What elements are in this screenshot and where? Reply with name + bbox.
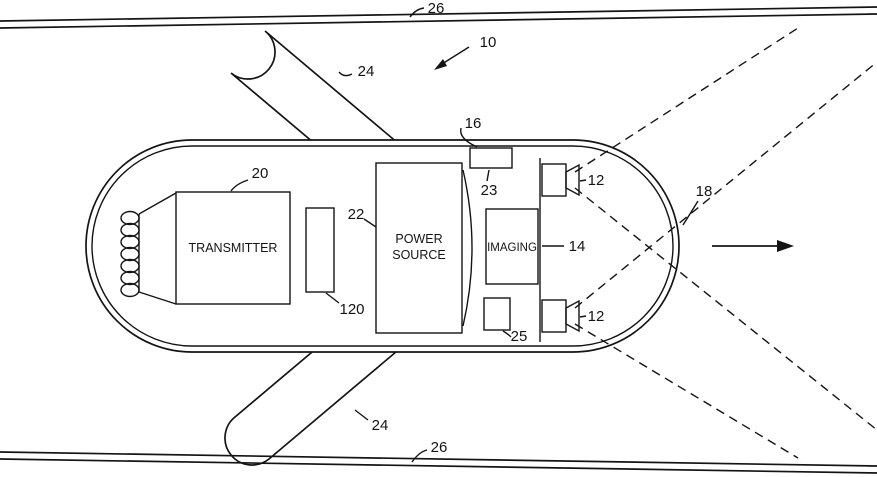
ref-12-bottom-label: 12 bbox=[588, 308, 605, 325]
ref-26-top: 26 bbox=[409, 0, 445, 18]
ref-23: 23 bbox=[481, 169, 498, 199]
imaging-box: IMAGING bbox=[485, 208, 539, 285]
ref-24-top: 24 bbox=[338, 63, 375, 80]
pipe-wall-bottom bbox=[0, 451, 877, 474]
ref-20-label: 20 bbox=[252, 165, 269, 182]
ref-12-top-label: 12 bbox=[588, 172, 605, 189]
ref-16: 16 bbox=[459, 115, 482, 148]
power-source-box: POWER SOURCE bbox=[375, 162, 473, 334]
illuminator-top bbox=[541, 163, 580, 197]
transmitter-label: TRANSMITTER bbox=[189, 241, 278, 255]
transmitter-box: TRANSMITTER bbox=[175, 191, 291, 305]
ref-26-bottom-label: 26 bbox=[431, 439, 448, 456]
ref-18: 18 bbox=[682, 183, 713, 226]
power-source-lens-curve bbox=[462, 169, 473, 327]
component-25-box bbox=[483, 297, 511, 331]
field-of-view-rays bbox=[574, 27, 877, 459]
device-reference-arrow bbox=[434, 46, 470, 70]
imaging-label: IMAGING bbox=[487, 242, 537, 254]
ref-14: 14 bbox=[542, 238, 585, 255]
capsule-inner-shell bbox=[91, 145, 674, 347]
ref-24-bottom-label: 24 bbox=[372, 417, 389, 434]
ref-12-top: 12 bbox=[579, 172, 605, 189]
ref-16-label: 16 bbox=[465, 115, 482, 132]
ref-26-bottom: 26 bbox=[411, 439, 448, 463]
illuminator-bottom bbox=[541, 299, 580, 333]
ref-25-label: 25 bbox=[511, 328, 528, 345]
ref-23-label: 23 bbox=[481, 182, 498, 199]
ref-10: 10 bbox=[480, 34, 497, 51]
antenna-horn bbox=[138, 192, 177, 305]
component-120-box bbox=[305, 207, 335, 293]
ref-10-label: 10 bbox=[480, 34, 497, 51]
ref-22: 22 bbox=[348, 206, 377, 228]
ref-26-top-label: 26 bbox=[428, 0, 445, 17]
power-source-label-line2: SOURCE bbox=[392, 248, 445, 262]
ref-120-label: 120 bbox=[339, 301, 364, 318]
ref-20: 20 bbox=[230, 165, 269, 192]
ref-22-label: 22 bbox=[348, 206, 365, 223]
ref-12-bottom: 12 bbox=[579, 308, 605, 325]
ref-25: 25 bbox=[502, 328, 528, 345]
pipe-wall-top bbox=[0, 6, 877, 29]
ref-14-label: 14 bbox=[569, 238, 586, 255]
power-source-label-line1: POWER bbox=[395, 232, 442, 246]
ref-120: 120 bbox=[325, 292, 365, 318]
top-sensor-box bbox=[469, 147, 513, 169]
ref-18-label: 18 bbox=[696, 183, 713, 200]
ref-24-bottom: 24 bbox=[354, 409, 389, 434]
travel-direction-arrow bbox=[712, 240, 794, 252]
ref-24-top-label: 24 bbox=[358, 63, 375, 80]
